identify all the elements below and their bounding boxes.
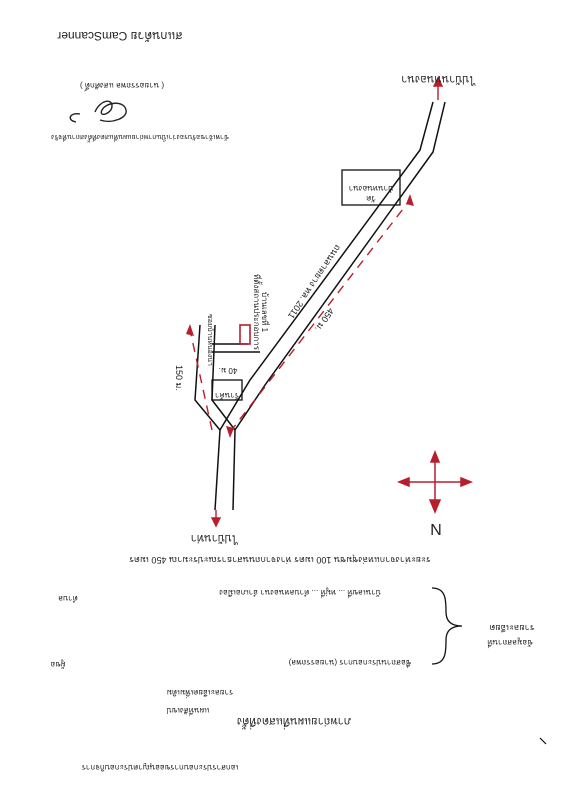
compass-arrow-north <box>428 499 442 514</box>
distance-lane-label: 40 ม. <box>219 366 238 375</box>
distance-markers <box>189 199 411 433</box>
roads <box>194 101 446 511</box>
footer-block: ระยะห่างจากแหล่งชุมชน 100 เมตร ห่างจากถน… <box>50 554 547 772</box>
house-label-line1: บ้านเลขที่ 1 <box>260 292 271 333</box>
footer-brace <box>431 587 463 665</box>
certification-note: ข้าพเจ้าขอรับรองว่าเป็นภาพถ่ายแผนที่แสดง… <box>51 133 229 144</box>
signature <box>69 100 127 123</box>
bottom-destination-label: ไปบ้านท่า <box>191 532 239 545</box>
certifier-name: ( นายอรรถพล แสงศักดิ์ ) <box>80 81 164 92</box>
branch-distance-line <box>189 329 213 431</box>
sub-heading-note: รายละเอียดเพิ่มเติม <box>167 688 234 699</box>
distance-main-label: 450 ม. <box>313 306 336 333</box>
row2-value: ชื่อสถานประกอบการ (นายอรรถพล) <box>288 658 411 669</box>
row2-label: ผู้ขอ <box>50 659 65 669</box>
scanner-credit: สแกนด้วย CamScanner <box>57 29 182 43</box>
compass-rose: N <box>396 449 474 537</box>
north-label: N <box>430 520 442 537</box>
doc-title: ภาพถ่ายแผนที่แสดงที่ตั้ง <box>237 715 351 730</box>
landmark-junction-label: ร้านค้า <box>215 391 239 400</box>
corner-mark <box>539 737 547 745</box>
doc-footer: เอกสารประกอบการขออนุญาตประกอบกิจการ <box>81 763 238 772</box>
road-name-label: ถนนลาดยาง ทล. 2011 <box>286 243 343 321</box>
landmark-top-box <box>341 169 401 206</box>
lane-label: ซอยบ้านหนองนา <box>206 314 214 366</box>
brace-label: ข้อมูลสถานที่ <box>487 637 532 649</box>
main-distance-line <box>229 199 411 433</box>
header-block: สแกนด้วย CamScanner ( นายอรรถพล แสงศักดิ… <box>51 29 229 144</box>
landmarks <box>211 169 401 401</box>
section-heading: รายละเอียด <box>489 623 534 633</box>
sub-heading: แผนที่สังเขป <box>167 706 210 717</box>
row1-label: ตำบล <box>58 594 78 603</box>
row1-value: บ้านเลขที่ ... หมู่ที่ ... ตำบลหนองนา อำ… <box>219 587 381 599</box>
map-labels: ไปบ้านหนองนา ไปบ้านท่า ถนนลาดยาง ทล. 201… <box>174 73 476 545</box>
house-label-line2: ที่ตั้งสถานประกอบการ <box>252 274 263 351</box>
description-line: ระยะห่างจากแหล่งชุมชน 100 เมตร ห่างจากถน… <box>129 554 431 565</box>
landmark-top-line2: บ้านหนองนา <box>349 184 393 193</box>
landmark-top-line1: วัด <box>366 194 376 203</box>
landmark-junction-box <box>211 379 243 401</box>
distance-arrowheads <box>186 194 414 438</box>
distance-branch-label: 150 ม. <box>174 365 184 391</box>
destination-arrows <box>210 76 444 528</box>
target-house-box <box>239 324 251 345</box>
top-destination-label: ไปบ้านหนองนา <box>401 73 476 86</box>
